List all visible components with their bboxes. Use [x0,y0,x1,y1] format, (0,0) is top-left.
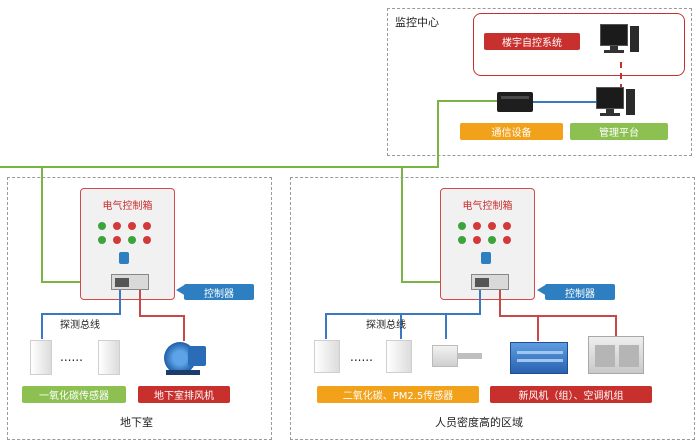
indicator-light [488,222,496,230]
hvac-unit-tag: 新风机（组）、空调机组 [490,386,652,403]
controller-pointer [176,284,186,296]
basement-label: 地下室 [120,416,153,429]
indicator-light [143,222,151,230]
sensor-ellipsis: ...... [60,350,83,364]
control-line [139,315,184,317]
computer-icon [596,87,636,121]
controller-pointer [537,284,547,296]
bus-line [325,313,481,315]
fan-icon [160,338,208,378]
controller-unit [471,274,509,290]
indicator-light [503,222,511,230]
bus-line [445,313,447,339]
ac-unit-icon [588,336,644,374]
indicator-light [458,222,466,230]
bus-line [119,290,121,314]
indicator-light [473,236,481,244]
crowded-area-label: 人员密度高的区域 [435,416,523,429]
indicator-light [503,236,511,244]
network-line [41,281,111,283]
control-line [615,315,617,341]
indicator-light [143,236,151,244]
control-line [499,315,617,317]
bus-line [41,313,121,315]
network-line [437,100,439,167]
computer-icon [600,24,640,60]
comm-link [533,101,596,103]
basement-area-box [7,177,272,440]
indicator-light [488,236,496,244]
co2-sensor-icon [386,340,412,373]
co2-pm25-sensor-tag: 二氧化碳、PM2.5传感器 [317,386,479,403]
bus-label: 探测总线 [60,320,100,331]
controller-tag: 控制器 [184,284,254,300]
mgmt-platform-tag: 管理平台 [570,123,668,140]
exhaust-fan-tag: 地下室排风机 [138,386,230,403]
control-line [499,290,501,316]
bus-label: 探测总线 [366,320,406,331]
co-sensor-icon [30,340,52,375]
comm-device-icon [497,92,533,112]
switch-icon [481,252,491,264]
network-line [401,166,403,282]
network-line [401,281,471,283]
crowded-area-box [290,177,695,440]
controller-unit [111,274,149,290]
pm25-sensor-icon [432,345,482,369]
indicator-light [458,236,466,244]
switch-icon [119,252,129,264]
controller-tag: 控制器 [545,284,615,300]
link-dashed [620,62,622,90]
building-system-tag: 楼宇自控系统 [484,33,580,50]
cabinet-title: 电气控制箱 [102,201,153,212]
indicator-light [473,222,481,230]
fresh-air-unit-icon [510,342,568,374]
co2-sensor-icon [314,340,340,373]
bus-line [325,313,327,339]
indicator-light [98,236,106,244]
co-sensor-tag: 一氧化碳传感器 [22,386,126,403]
indicator-light [98,222,106,230]
indicator-light [128,222,136,230]
monitor-center-title: 监控中心 [395,16,439,29]
control-line [537,315,539,341]
indicator-light [128,236,136,244]
bus-line [41,313,43,339]
bus-line [400,313,402,339]
network-bus [0,166,439,168]
building-system-box [473,13,685,76]
co-sensor-icon [98,340,120,375]
control-line [183,315,185,341]
monitor-center-box [387,8,692,156]
sensor-ellipsis: ...... [350,350,373,364]
indicator-light [113,236,121,244]
control-line [139,290,141,316]
cabinet-title: 电气控制箱 [462,201,513,212]
network-line [437,100,497,102]
network-line [41,166,43,282]
comm-device-tag: 通信设备 [460,123,563,140]
bus-line [479,290,481,314]
indicator-light [113,222,121,230]
